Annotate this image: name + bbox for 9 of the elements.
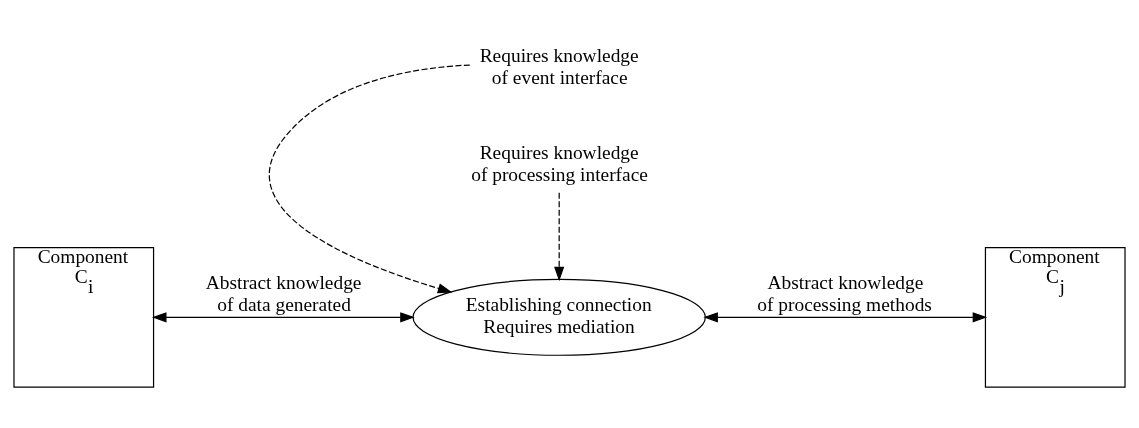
arrow	[703, 311, 988, 322]
arrow	[554, 191, 565, 281]
node-text: Requires knowledge of processing interface	[471, 141, 648, 185]
edge-label: Abstract knowledge of data generated	[205, 271, 362, 315]
node-text: Requires knowledge of event interface	[479, 44, 639, 88]
node-ellipse: Establishing connection Requires mediation	[412, 278, 706, 356]
arrow	[151, 311, 415, 322]
edge-label: Abstract knowledge of processing methods	[757, 271, 932, 315]
arrow	[268, 63, 471, 293]
